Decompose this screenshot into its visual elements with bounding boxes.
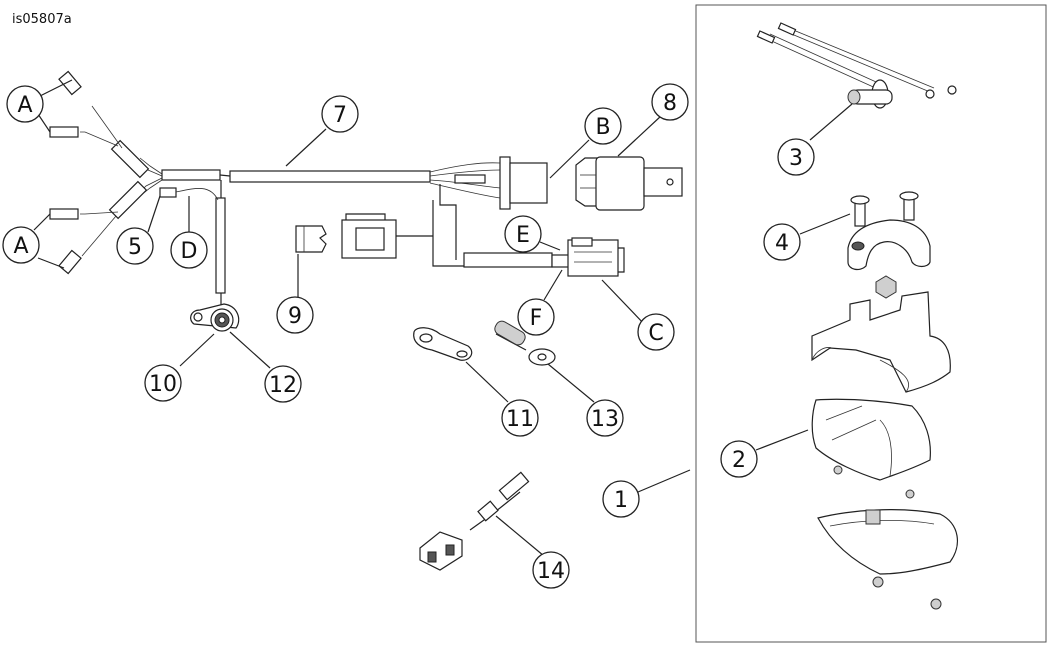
svg-text:A: A bbox=[13, 234, 28, 259]
relay bbox=[595, 156, 645, 211]
connector-b-flange bbox=[499, 156, 511, 210]
svg-text:B: B bbox=[595, 115, 610, 140]
figure-id: is05807a bbox=[12, 12, 72, 27]
callout-5: 5 bbox=[116, 227, 154, 265]
callout-9: 9 bbox=[276, 296, 314, 334]
horn-cap bbox=[847, 219, 931, 271]
wiring-harness bbox=[49, 70, 683, 571]
connector-b-body bbox=[509, 162, 548, 204]
callout-b: B bbox=[584, 107, 622, 145]
callouts: A A 5 D 7 B 8 E bbox=[2, 83, 815, 589]
callout-3: 3 bbox=[777, 138, 815, 176]
bullet-terminal-upper bbox=[49, 126, 79, 138]
svg-text:2: 2 bbox=[732, 448, 746, 473]
pigtail-sleeve bbox=[498, 471, 530, 501]
callout-c: C bbox=[637, 313, 675, 351]
callout-11: 11 bbox=[501, 399, 539, 437]
inset-frame bbox=[695, 4, 1047, 643]
ring-terminal-upper bbox=[58, 70, 82, 96]
svg-text:7: 7 bbox=[333, 103, 347, 128]
svg-text:F: F bbox=[530, 306, 543, 331]
ground-wire-sleeve bbox=[215, 197, 226, 294]
svg-text:11: 11 bbox=[506, 407, 534, 432]
svg-text:10: 10 bbox=[149, 372, 177, 397]
callout-f: F bbox=[517, 298, 555, 336]
svg-text:5: 5 bbox=[128, 235, 142, 260]
branch-sleeve bbox=[463, 252, 553, 268]
callout-2: 2 bbox=[720, 440, 758, 478]
pigtail-connector bbox=[419, 531, 463, 571]
bullet-terminal-lower bbox=[49, 208, 79, 220]
horn-bracket bbox=[811, 291, 951, 393]
svg-text:12: 12 bbox=[269, 373, 297, 398]
horn bbox=[811, 398, 931, 481]
horn-nut bbox=[875, 275, 897, 299]
harness-junction-sleeve bbox=[161, 169, 221, 181]
callout-d: D bbox=[170, 231, 208, 269]
callout-a-bottom: A bbox=[2, 226, 40, 264]
svg-text:D: D bbox=[181, 239, 198, 264]
splice bbox=[159, 187, 177, 198]
callout-4: 4 bbox=[763, 223, 801, 261]
callout-e: E bbox=[504, 215, 542, 253]
horn-assembly bbox=[756, 22, 958, 610]
callout-7: 7 bbox=[321, 95, 359, 133]
svg-text:9: 9 bbox=[288, 304, 302, 329]
svg-text:E: E bbox=[516, 223, 530, 248]
callout-8: 8 bbox=[651, 83, 689, 121]
connector-c bbox=[567, 239, 619, 277]
fuse bbox=[295, 225, 327, 253]
horn-housing bbox=[817, 509, 958, 575]
callout-13: 13 bbox=[586, 399, 624, 437]
svg-text:3: 3 bbox=[789, 146, 803, 171]
svg-text:1: 1 bbox=[614, 488, 628, 513]
leader-lines bbox=[33, 79, 853, 557]
ring-terminal-13 bbox=[494, 320, 526, 346]
ring-terminal-lower bbox=[58, 249, 82, 275]
svg-text:A: A bbox=[17, 93, 32, 118]
svg-text:8: 8 bbox=[663, 91, 677, 116]
main-harness-sheath bbox=[229, 170, 431, 183]
callout-1: 1 bbox=[602, 480, 640, 518]
callout-10: 10 bbox=[144, 364, 182, 402]
svg-text:13: 13 bbox=[591, 407, 619, 432]
svg-text:14: 14 bbox=[537, 559, 565, 584]
callout-14: 14 bbox=[532, 551, 570, 589]
callout-a-top: A bbox=[6, 85, 44, 123]
svg-text:4: 4 bbox=[775, 231, 789, 256]
svg-text:C: C bbox=[648, 321, 663, 346]
callout-12: 12 bbox=[264, 365, 302, 403]
